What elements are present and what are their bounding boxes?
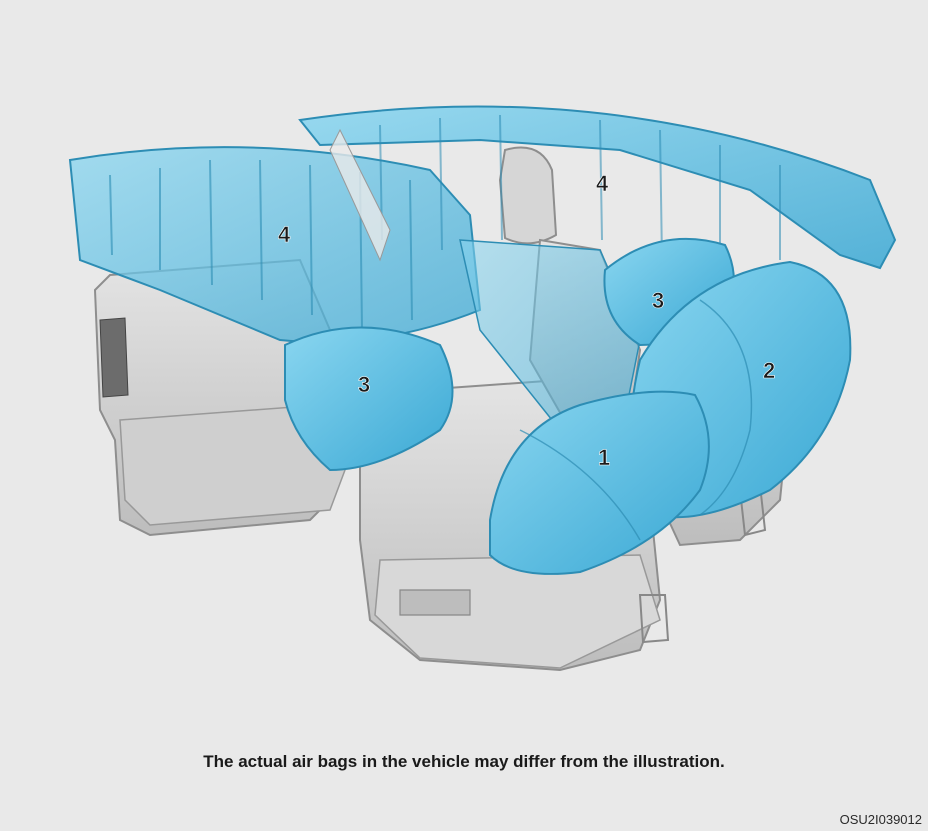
label-bag-3-front: 3 xyxy=(652,288,664,313)
image-code: OSU2I039012 xyxy=(840,812,922,827)
label-bag-4-rear: 4 xyxy=(278,222,291,247)
caption: The actual air bags in the vehicle may d… xyxy=(0,752,928,772)
label-bag-2: 2 xyxy=(763,358,775,383)
label-bag-3-rear: 3 xyxy=(358,372,370,397)
label-bag-4-front: 4 xyxy=(596,171,609,196)
label-bag-1: 1 xyxy=(598,445,610,470)
